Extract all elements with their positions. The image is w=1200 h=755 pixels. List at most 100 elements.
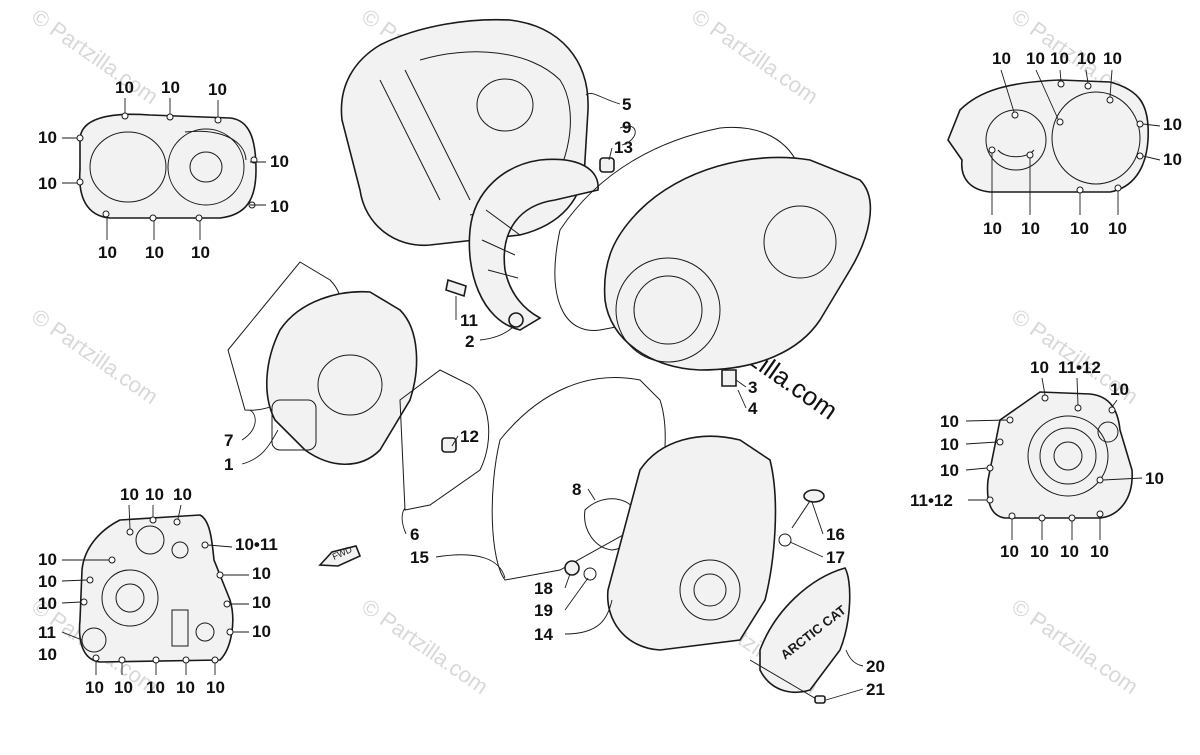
callout-label: 10 bbox=[38, 594, 57, 613]
part-12-dowel bbox=[441, 437, 457, 453]
callouts-main: 5 9 13 11 2 7 1 12 6 15 3 4 8 16 17 18 1… bbox=[224, 93, 885, 701]
part-3-inner-housing bbox=[603, 156, 872, 371]
callout-part-16: 16 bbox=[826, 525, 845, 544]
callout-label: 10 bbox=[120, 485, 139, 504]
part-5-outer-cover bbox=[340, 18, 589, 246]
callout-part-9: 9 bbox=[622, 118, 631, 137]
callout-part-18: 18 bbox=[534, 579, 553, 598]
callout-label: 10 bbox=[208, 80, 227, 99]
detail-top-left-cover bbox=[76, 112, 258, 222]
callout-label: 10 bbox=[1021, 219, 1040, 238]
callout-part-12: 12 bbox=[460, 427, 479, 446]
callout-label: 10 bbox=[1060, 542, 1079, 561]
callout-label: 10 bbox=[1103, 49, 1122, 68]
callout-label: 10 bbox=[1030, 542, 1049, 561]
callout-label: 10 bbox=[1110, 380, 1129, 399]
callout-label: 10 bbox=[1077, 49, 1096, 68]
part-1-cover bbox=[266, 290, 418, 466]
callout-part-3: 3 bbox=[748, 378, 757, 397]
callout-label: 10 bbox=[145, 243, 164, 262]
part-14-stator-cover bbox=[606, 435, 777, 651]
callout-label: 10 bbox=[145, 485, 164, 504]
callout-label: 10 bbox=[1163, 150, 1182, 169]
callout-label: 10 bbox=[1090, 542, 1109, 561]
callouts-top-right: 10 10 10 10 10 10 10 10 10 10 10 bbox=[983, 49, 1182, 238]
callout-label: 10 bbox=[1030, 358, 1049, 377]
callout-part-14: 14 bbox=[534, 625, 553, 644]
callout-label: 10 bbox=[38, 174, 57, 193]
callout-label: 10 bbox=[173, 485, 192, 504]
watermark-text: © Partzilla.com bbox=[357, 594, 493, 700]
fwd-arrow: FWD bbox=[318, 544, 362, 567]
watermark-text: © Partzilla.com bbox=[1007, 594, 1143, 700]
callout-part-1: 1 bbox=[224, 455, 233, 474]
callout-label: 10 bbox=[206, 678, 225, 697]
callout-label: 10 bbox=[38, 128, 57, 147]
main-assembly: ARCTIC CAT FWD bbox=[227, 18, 872, 704]
callout-label: 10 bbox=[992, 49, 1011, 68]
callout-label: 10 bbox=[146, 678, 165, 697]
part-21-screw bbox=[749, 659, 819, 701]
callouts-top-left: 10 10 10 10 10 10 10 10 10 10 bbox=[38, 78, 289, 262]
callout-label: 10 bbox=[270, 197, 289, 216]
detail-bottom-left-cover bbox=[78, 514, 234, 664]
callout-label: 10 bbox=[38, 572, 57, 591]
callout-label: 11•12 bbox=[1058, 358, 1101, 377]
callout-label: 10 bbox=[38, 550, 57, 569]
part-2-duct bbox=[468, 158, 599, 331]
callout-label: 11•12 bbox=[910, 491, 953, 510]
part-19-oring bbox=[583, 567, 597, 581]
callout-part-7: 7 bbox=[224, 431, 233, 450]
callout-label: 10 bbox=[252, 564, 271, 583]
callout-label: 10 bbox=[1163, 115, 1182, 134]
callout-part-11: 11 bbox=[460, 311, 478, 330]
callout-label: 10 bbox=[252, 622, 271, 641]
callout-label: 10 bbox=[1050, 49, 1069, 68]
callout-label: 10 bbox=[1000, 542, 1019, 561]
part-6-gasket bbox=[399, 369, 490, 511]
callout-label: 10 bbox=[98, 243, 117, 262]
watermark-text: © Partzilla.com bbox=[27, 4, 163, 110]
callout-label: 10 bbox=[115, 78, 134, 97]
callout-label: 10 bbox=[1026, 49, 1045, 68]
callout-label: 10 bbox=[161, 78, 180, 97]
callout-label: 10 bbox=[270, 152, 289, 171]
callout-part-21: 21 bbox=[866, 680, 885, 699]
callout-part-2: 2 bbox=[465, 332, 474, 351]
callout-part-4: 4 bbox=[748, 399, 758, 418]
part-13-dowel bbox=[599, 157, 615, 173]
callouts-bottom-left: 10 10 10 10 10•11 10 10 10 10 10 11 10 1… bbox=[38, 485, 278, 697]
callout-label: 11 bbox=[38, 623, 56, 642]
part-18-plug bbox=[564, 560, 580, 576]
callout-label: 10 bbox=[191, 243, 210, 262]
part-17-oring bbox=[778, 533, 792, 547]
part-4-plug bbox=[721, 369, 737, 387]
detail-bottom-right-cover bbox=[986, 391, 1133, 522]
callout-part-5: 5 bbox=[622, 95, 631, 114]
callout-part-6: 6 bbox=[410, 525, 419, 544]
callout-label: 10 bbox=[983, 219, 1002, 238]
part-20-brand-cover bbox=[759, 567, 851, 693]
callout-label: 10 bbox=[85, 678, 104, 697]
watermark-text: © Partzilla.com bbox=[27, 304, 163, 410]
callout-label: 10 bbox=[940, 435, 959, 454]
callout-label: 10 bbox=[176, 678, 195, 697]
callout-part-17: 17 bbox=[826, 548, 845, 567]
callout-part-20: 20 bbox=[866, 657, 885, 676]
watermark-text: © Partzilla.com bbox=[687, 4, 823, 110]
callout-label: 10 bbox=[940, 412, 959, 431]
callout-part-15: 15 bbox=[410, 548, 429, 567]
callout-label: 10 bbox=[1145, 469, 1164, 488]
part-11-bolt bbox=[445, 278, 467, 298]
callout-label: 10 bbox=[940, 461, 959, 480]
callout-label: 10 bbox=[1070, 219, 1089, 238]
callout-label: 10 bbox=[1108, 219, 1127, 238]
callout-part-19: 19 bbox=[534, 601, 553, 620]
callout-label: 10•11 bbox=[235, 535, 278, 554]
callout-label: 10 bbox=[252, 593, 271, 612]
callouts-bottom-right: 10 11•12 10 10 10 10 10 11•12 10 10 10 1… bbox=[910, 358, 1164, 561]
part-16-dipstick bbox=[791, 497, 813, 529]
callout-label: 10 bbox=[114, 678, 133, 697]
